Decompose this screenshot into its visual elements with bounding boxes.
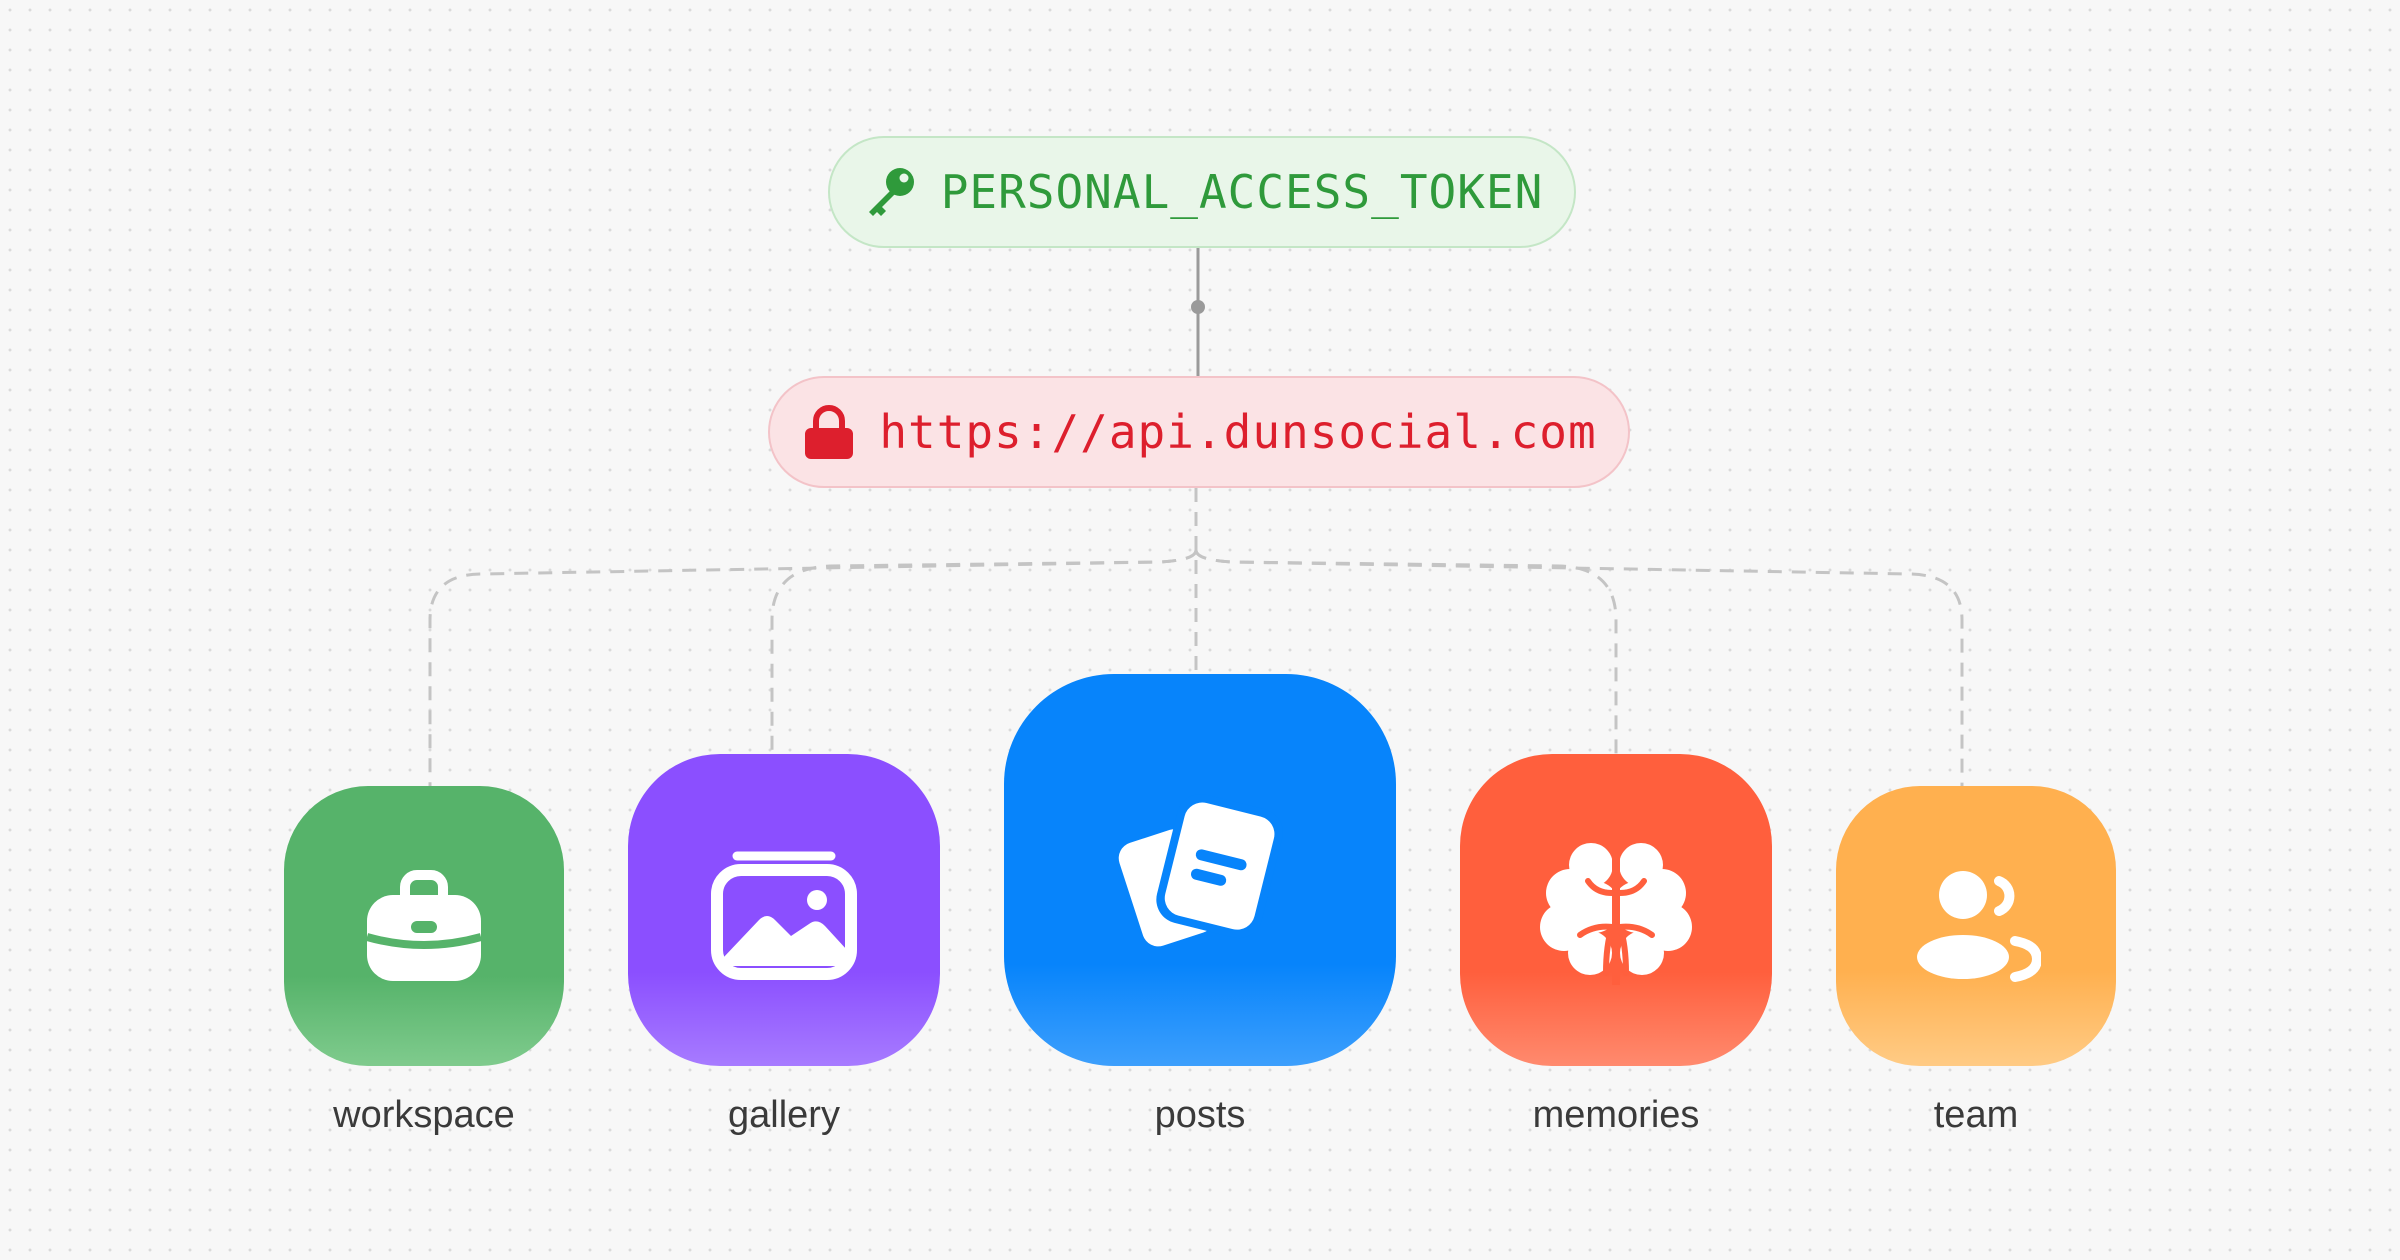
documents-icon xyxy=(1115,785,1285,955)
workspace-tile[interactable] xyxy=(284,786,564,1066)
team-tile[interactable] xyxy=(1836,786,2116,1066)
briefcase-icon xyxy=(359,861,489,991)
api-url-label: https://api.dunsocial.com xyxy=(879,405,1597,459)
workspace-label: workspace xyxy=(333,1094,515,1136)
token-pill: PERSONAL_ACCESS_TOKEN xyxy=(828,136,1576,248)
memories-label: memories xyxy=(1532,1094,1700,1136)
junction-dot xyxy=(1191,300,1205,314)
api-pill: https://api.dunsocial.com xyxy=(768,376,1630,488)
branch-gallery xyxy=(770,549,1198,754)
memories-tile[interactable] xyxy=(1460,754,1772,1066)
team-label: team xyxy=(1933,1094,2019,1136)
key-icon xyxy=(861,163,919,221)
posts-tile[interactable] xyxy=(1004,674,1396,1066)
token-label: PERSONAL_ACCESS_TOKEN xyxy=(940,165,1544,219)
gallery-label: gallery xyxy=(728,1094,840,1136)
posts-label: posts xyxy=(1154,1094,1246,1136)
gallery-tile[interactable] xyxy=(628,754,940,1066)
people-icon xyxy=(1911,861,2041,991)
photos-icon xyxy=(709,840,859,980)
brain-icon xyxy=(1536,835,1696,985)
lock-icon xyxy=(801,402,857,462)
branch-team xyxy=(1194,549,1964,786)
